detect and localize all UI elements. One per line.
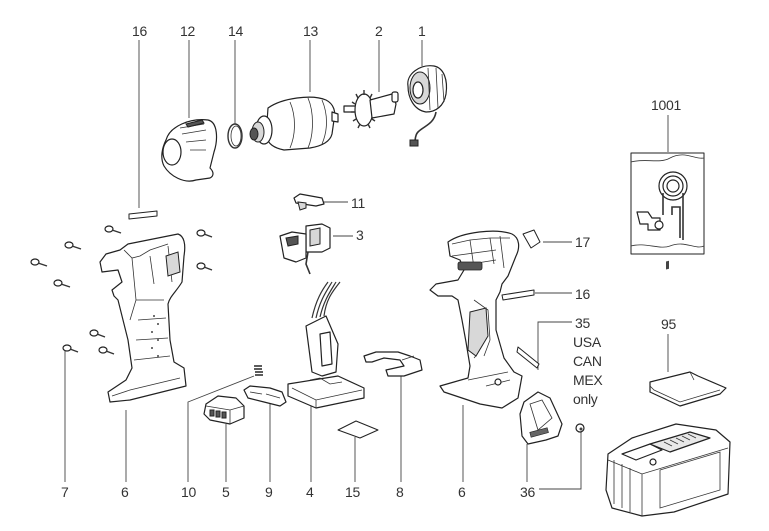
part-4-electronics-module[interactable] <box>287 281 365 409</box>
part-8-bracket[interactable] <box>363 351 423 377</box>
screw-icon <box>89 329 106 338</box>
label-part-9: 9 <box>265 484 273 500</box>
part-35-regional-label[interactable] <box>516 346 540 369</box>
label-part-6-right: 6 <box>458 484 466 500</box>
part-36-bit-holder[interactable] <box>519 391 563 445</box>
part-6-housing-half-left[interactable] <box>99 233 187 403</box>
label-part-11: 11 <box>351 195 365 211</box>
label-part-35: 35 <box>575 315 590 331</box>
part-13-impact-housing[interactable] <box>249 96 339 151</box>
label-part-12: 12 <box>180 23 195 39</box>
metabo-logo <box>457 261 483 271</box>
screw-icon <box>98 346 115 355</box>
label-part-35-note-3: MEX <box>573 372 603 388</box>
part-16-label-strip-left[interactable] <box>128 210 158 220</box>
leader-35 <box>537 321 572 370</box>
part-6-housing-half-right[interactable] <box>429 230 523 409</box>
label-part-1001: 1001 <box>651 97 681 113</box>
part-14-retaining-ring[interactable] <box>227 123 243 149</box>
screw-icon <box>196 229 213 238</box>
label-part-4: 4 <box>306 484 314 500</box>
label-part-17: 17 <box>575 234 590 250</box>
part-15-insulation-sheet[interactable] <box>337 420 379 439</box>
label-part-95: 95 <box>661 316 676 332</box>
screw-icon <box>104 225 122 234</box>
metabo-logo-small <box>529 427 549 438</box>
part-1001-wiring-label[interactable] <box>630 152 705 255</box>
part-9-contact-holder[interactable] <box>243 385 287 407</box>
part-10-spring[interactable] <box>254 365 263 376</box>
leader-36-right <box>539 432 582 490</box>
screw-icon <box>53 279 71 288</box>
part-95-battery-cap[interactable] <box>649 371 727 407</box>
part-2-rotor[interactable] <box>343 90 399 129</box>
label-part-36: 36 <box>520 484 535 500</box>
label-part-15: 15 <box>345 484 360 500</box>
screw-icon <box>30 258 48 267</box>
label-part-3: 3 <box>356 227 364 243</box>
screw-icon <box>196 262 213 271</box>
label-part-35-note-2: CAN <box>573 353 602 369</box>
label-part-10: 10 <box>181 484 196 500</box>
label-part-8: 8 <box>396 484 404 500</box>
battery-pack[interactable] <box>605 260 731 517</box>
part-12-nose-cover[interactable] <box>161 119 218 182</box>
label-part-7: 7 <box>61 484 69 500</box>
part-11-direction-switch[interactable] <box>293 193 325 211</box>
label-part-16-right: 16 <box>575 286 590 302</box>
label-part-6-left: 6 <box>121 484 129 500</box>
label-part-35-note-1: USA <box>573 334 602 350</box>
part-7-screws[interactable] <box>30 225 213 355</box>
screw-icon <box>64 241 82 250</box>
part-5-contact-block[interactable] <box>203 395 245 425</box>
leader-10 <box>187 375 255 482</box>
label-part-1: 1 <box>418 23 426 39</box>
part-1-stator[interactable] <box>407 65 448 147</box>
label-part-2: 2 <box>375 23 383 39</box>
screw-icon <box>62 344 79 353</box>
part-17-label[interactable] <box>522 229 541 249</box>
part-3-trigger-switch[interactable] <box>279 223 331 275</box>
part-36-screw[interactable] <box>575 423 585 433</box>
label-part-35-note-4: only <box>573 391 598 407</box>
label-part-16-top: 16 <box>132 23 147 39</box>
label-part-14: 14 <box>228 23 243 39</box>
part-16-label-strip-right[interactable] <box>501 289 535 301</box>
label-part-13: 13 <box>303 23 318 39</box>
label-part-5: 5 <box>222 484 230 500</box>
leader-lines <box>64 40 669 490</box>
